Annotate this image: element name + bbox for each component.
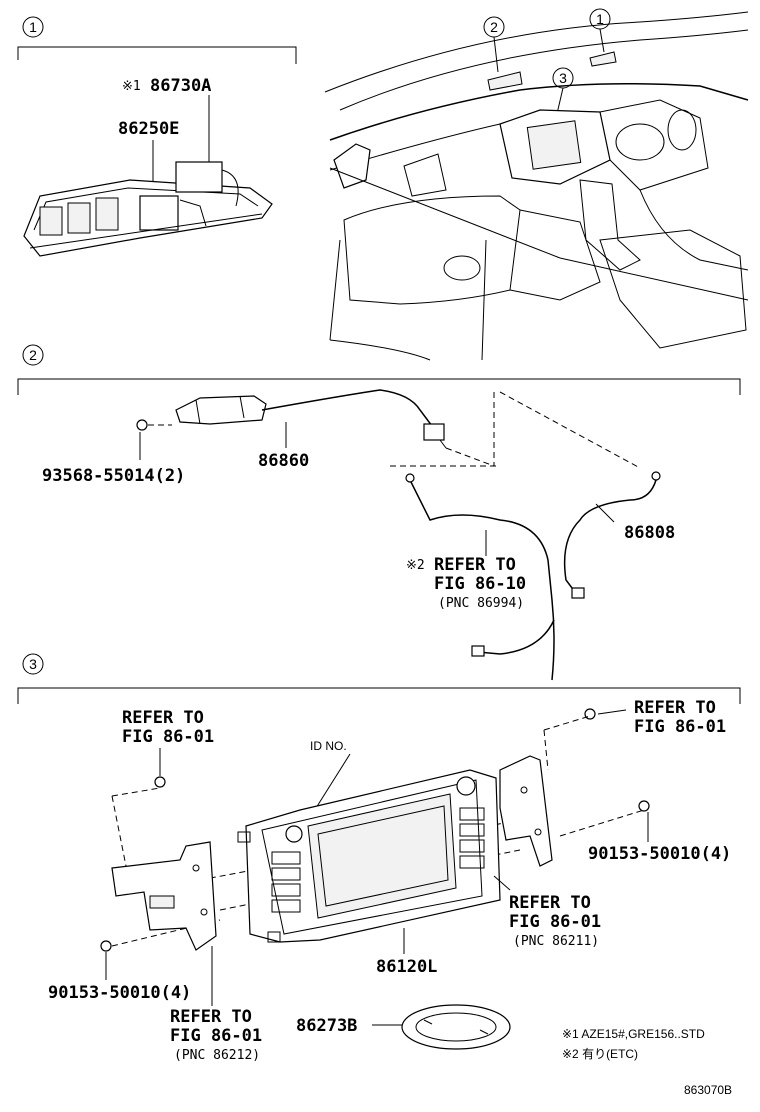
- bolt-93568-drawing: [136, 419, 172, 431]
- refer-tl-line2: FIG 86-01: [122, 727, 214, 747]
- harness-86808-drawing: [405, 471, 661, 681]
- overview-callout-3: 3: [559, 70, 567, 86]
- refer-86-10-line1: REFER TO: [434, 555, 516, 575]
- leader-86808: [595, 503, 615, 523]
- right-bracket-drawing: [499, 755, 553, 867]
- part-86730A-label: 86730A: [150, 76, 211, 96]
- etc-module-86860-drawing: [175, 389, 447, 449]
- refer-bl-line3: (PNC 86212): [174, 1048, 260, 1063]
- section-2: 2 93568-55014(2) 86860: [17, 344, 741, 681]
- refer-tr-line2: FIG 86-01: [634, 717, 726, 737]
- refer-86-10-line2: FIG 86-10: [434, 574, 526, 594]
- note-2: ※2 有り(ETC): [562, 1047, 638, 1061]
- part-86250E-label: 86250E: [118, 119, 179, 139]
- dashboard-overview-drawing: 2 1 3: [324, 8, 749, 361]
- section-3-bracket: [17, 687, 741, 704]
- overhead-console-drawing: [23, 161, 273, 257]
- part-86860-label: 86860: [258, 451, 309, 471]
- section-2-callout-circle: [22, 344, 44, 366]
- id-no-label: ID NO.: [310, 739, 347, 753]
- part-86808-label: 86808: [624, 523, 675, 543]
- bolt-left-label: 90153-50010(4): [48, 983, 191, 1003]
- refer-bl-line2: FIG 86-01: [170, 1026, 262, 1046]
- section-1-callout-circle: [22, 16, 44, 38]
- bolt-left: [100, 940, 112, 952]
- overview-callout-1: 1: [596, 11, 604, 27]
- refer-mr-line3: (PNC 86211): [513, 934, 599, 949]
- note-mark-2: ※2: [406, 558, 425, 573]
- note-mark-1: ※1: [122, 79, 141, 94]
- section-1-bracket: [17, 46, 297, 64]
- section-2-callout: 2: [29, 347, 37, 363]
- bolt-93568-label: 93568-55014(2): [42, 466, 185, 486]
- bolt-right: [638, 800, 650, 812]
- refer-mr-line2: FIG 86-01: [509, 912, 601, 932]
- refer-mr-line1: REFER TO: [509, 893, 591, 913]
- refer-tr-line1: REFER TO: [634, 698, 716, 718]
- bolt-right-label: 90153-50010(4): [588, 844, 731, 864]
- section-2-bracket: [17, 378, 741, 395]
- ring-86273B-drawing: [401, 1004, 511, 1050]
- refer-tl-line1: REFER TO: [122, 708, 204, 728]
- section-1: 1 ※1 86730A 86250E: [17, 16, 297, 257]
- refer-bl-line1: REFER TO: [170, 1007, 252, 1027]
- head-unit-86120L-drawing: [237, 769, 501, 943]
- refer-86-10-line3: (PNC 86994): [438, 596, 524, 611]
- overview-callout-2: 2: [490, 19, 498, 35]
- figure-code: 863070B: [684, 1083, 732, 1097]
- section-3-callout: 3: [29, 656, 37, 672]
- section-1-callout: 1: [29, 19, 37, 35]
- note-1: ※1 AZE15#,GRE156..STD: [562, 1027, 705, 1041]
- bolt-top-left: [154, 776, 166, 788]
- part-86120L-label: 86120L: [376, 957, 437, 977]
- part-86273B-label: 86273B: [296, 1016, 357, 1036]
- section-3: 3 REFER TO FIG 86-01 REFER TO FIG 86-01 …: [17, 653, 741, 1063]
- section-3-callout-circle: [22, 653, 44, 675]
